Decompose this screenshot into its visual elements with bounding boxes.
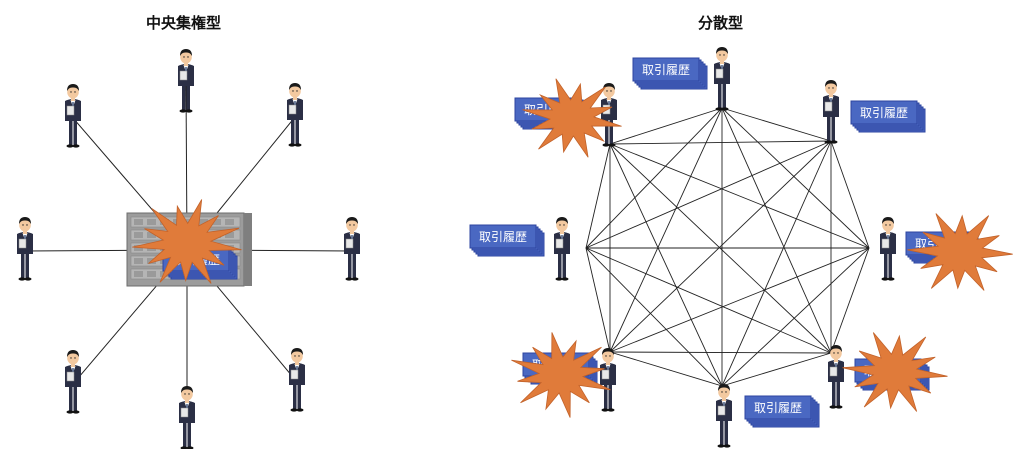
central-person-8 <box>179 386 195 449</box>
peer-explosion-icon-bottom-right <box>842 332 948 412</box>
peer-link <box>585 247 723 387</box>
peer-link <box>721 352 832 387</box>
peer-explosion-icon-bottom-left <box>511 332 611 418</box>
peer-person-5 <box>716 384 732 448</box>
ledger-label: 取引履歴 <box>754 401 802 415</box>
peer-link <box>721 140 832 387</box>
peer-link <box>609 107 723 353</box>
server-explosion-icon <box>132 199 242 284</box>
peer-link <box>721 107 870 249</box>
peer-person-3 <box>880 217 896 281</box>
peer-ledger-stack-bottom: 取引履歴 <box>744 395 820 428</box>
peer-link <box>585 140 832 249</box>
peer-link <box>721 107 832 354</box>
central-person-2 <box>65 84 81 148</box>
peer-person-8 <box>601 83 617 147</box>
peer-person-7 <box>554 217 570 281</box>
peer-link <box>609 140 832 145</box>
central-person-1 <box>178 49 194 113</box>
peer-ledger-stack-top: 取引履歴 <box>632 57 708 90</box>
peer-link <box>609 143 870 249</box>
central-person-5 <box>344 217 360 281</box>
peer-link <box>585 107 723 249</box>
peer-link <box>721 247 870 387</box>
peer-link <box>585 247 832 354</box>
peer-link <box>609 351 723 387</box>
peer-ledger-stack-top-right: 取引履歴 <box>850 100 926 133</box>
peer-link <box>609 143 832 354</box>
peer-person-6 <box>600 348 616 412</box>
central-person-3 <box>287 83 303 147</box>
peer-link <box>609 247 870 353</box>
peer-link <box>609 351 832 354</box>
peer-ledger-stack-left: 取引履歴 <box>469 224 545 257</box>
peer-link <box>830 247 870 354</box>
peer-link <box>609 143 723 387</box>
centralized-title: 中央集権型 <box>146 14 222 32</box>
peer-explosion-icon-top-left <box>522 78 622 158</box>
peer-link <box>609 107 723 145</box>
central-person-7 <box>289 348 305 412</box>
ledger-label: 取引履歴 <box>642 63 690 77</box>
central-person-4 <box>17 217 33 281</box>
peer-person-2 <box>823 80 839 144</box>
peer-explosion-icon-right <box>907 213 1013 291</box>
peer-person-1 <box>714 47 730 111</box>
peer-link <box>585 247 611 353</box>
peer-link <box>609 140 832 353</box>
peer-link <box>721 107 832 142</box>
peer-link <box>830 140 870 249</box>
ledger-label: 取引履歴 <box>860 106 908 120</box>
decentralized-title: 分散型 <box>698 14 744 32</box>
peer-link <box>585 143 611 249</box>
peer-person-4 <box>828 345 844 409</box>
ledger-label: 取引履歴 <box>479 230 527 244</box>
central-person-6 <box>65 350 81 414</box>
